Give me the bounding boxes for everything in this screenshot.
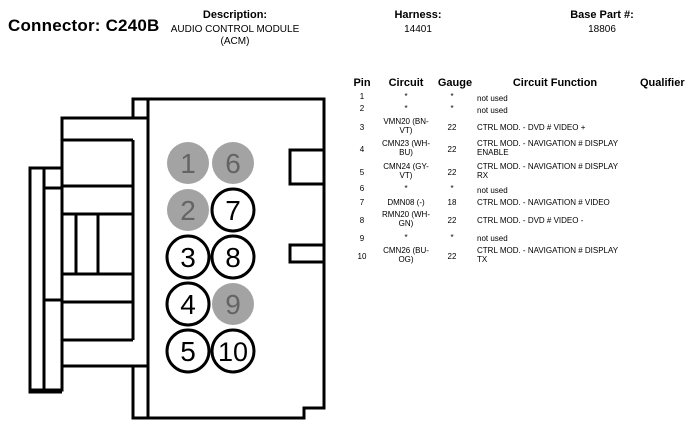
row-pin: 2 bbox=[359, 104, 365, 113]
pin-3: 3 bbox=[165, 234, 211, 280]
row-circuit: * bbox=[404, 104, 408, 113]
description-value-line-1: AUDIO CONTROL MODULE bbox=[170, 24, 300, 35]
row-gauge: 22 bbox=[447, 123, 457, 132]
row-gauge: 22 bbox=[447, 145, 457, 154]
pin-5-label: 5 bbox=[180, 336, 196, 367]
pin-7-label: 7 bbox=[225, 195, 241, 226]
pin-6-label: 6 bbox=[225, 148, 241, 179]
pin-4: 4 bbox=[165, 281, 211, 327]
description-label: Description: bbox=[202, 9, 268, 21]
row-gauge: 22 bbox=[447, 168, 457, 177]
row-pin: 6 bbox=[359, 184, 365, 193]
pin-8: 8 bbox=[210, 234, 256, 280]
pin-8-label: 8 bbox=[225, 242, 241, 273]
row-pin: 5 bbox=[359, 168, 365, 177]
pin-2-label: 2 bbox=[180, 195, 196, 226]
pin-9-label: 9 bbox=[225, 289, 241, 320]
col-header-function: Circuit Function bbox=[512, 77, 598, 89]
harness-label: Harness: bbox=[394, 9, 442, 21]
row-function-line-2: ENABLE bbox=[477, 148, 509, 157]
row-pin: 9 bbox=[359, 234, 365, 243]
pin-10: 10 bbox=[210, 328, 256, 374]
pin-10-label: 10 bbox=[218, 337, 248, 367]
pin-9: 9 bbox=[212, 283, 254, 325]
row-pin: 3 bbox=[359, 123, 365, 132]
harness-value: 14401 bbox=[404, 24, 432, 35]
row-circuit-line-1: VMN20 (BN- bbox=[383, 117, 429, 126]
row-gauge: * bbox=[450, 104, 454, 113]
col-header-pin: Pin bbox=[353, 77, 371, 89]
row-gauge: * bbox=[450, 92, 454, 101]
row-function-line-2: TX bbox=[477, 255, 488, 264]
row-function-line-2: RX bbox=[477, 171, 489, 180]
row-function: CTRL MOD. - DVD # VIDEO + bbox=[477, 123, 586, 132]
pin-6: 6 bbox=[212, 142, 254, 184]
pin-1: 1 bbox=[167, 142, 209, 184]
row-pin: 4 bbox=[359, 145, 365, 154]
row-function: CTRL MOD. - NAVIGATION # VIDEO bbox=[477, 198, 610, 207]
row-gauge: 22 bbox=[447, 216, 457, 225]
row-gauge: 18 bbox=[447, 198, 457, 207]
row-pin: 10 bbox=[357, 252, 367, 261]
row-circuit: * bbox=[404, 184, 408, 193]
base-part-value: 18806 bbox=[588, 24, 616, 35]
row-pin: 1 bbox=[359, 92, 365, 101]
row-function: CTRL MOD. - DVD # VIDEO - bbox=[477, 216, 584, 225]
row-gauge: * bbox=[450, 184, 454, 193]
row-circuit-line-1: RMN20 (WH- bbox=[382, 210, 430, 219]
row-circuit: DMN08 (-) bbox=[387, 198, 425, 207]
row-function-line-1: CTRL MOD. - NAVIGATION # DISPLAY bbox=[477, 162, 619, 171]
connector-face-diagram: 1 6 2 7 3 8 4 9 5 10 bbox=[28, 97, 326, 420]
pin-7: 7 bbox=[210, 187, 256, 233]
row-circuit-line-2: VT) bbox=[399, 126, 413, 135]
row-circuit-line-2: BU) bbox=[399, 148, 413, 157]
row-circuit-line-2: OG) bbox=[398, 255, 414, 264]
col-header-qualifier: Qualifier bbox=[640, 77, 685, 89]
row-circuit-line-2: VT) bbox=[399, 171, 413, 180]
pin-3-label: 3 bbox=[180, 242, 196, 273]
row-circuit: * bbox=[404, 92, 408, 101]
row-circuit-line-1: CMN26 (BU- bbox=[383, 246, 429, 255]
col-header-circuit: Circuit bbox=[388, 77, 424, 89]
row-function-line-1: CTRL MOD. - NAVIGATION # DISPLAY bbox=[477, 139, 619, 148]
row-pin: 7 bbox=[359, 198, 365, 207]
row-circuit: * bbox=[404, 233, 408, 242]
row-circuit-line-1: CMN23 (WH- bbox=[382, 139, 430, 148]
description-value-line-2: (ACM) bbox=[220, 36, 250, 47]
row-circuit-line-2: GN) bbox=[398, 219, 414, 228]
connector-housing-outline bbox=[28, 97, 326, 420]
col-header-gauge: Gauge bbox=[437, 77, 473, 89]
pin-1-label: 1 bbox=[180, 148, 196, 179]
pin-2: 2 bbox=[167, 189, 209, 231]
pin-4-label: 4 bbox=[180, 289, 196, 320]
row-function: not used bbox=[477, 234, 508, 243]
connector-title: Connector: C240B bbox=[8, 16, 160, 35]
row-function: not used bbox=[477, 186, 508, 195]
base-part-label: Base Part #: bbox=[570, 9, 634, 21]
row-function: not used bbox=[477, 106, 508, 115]
row-pin: 8 bbox=[359, 216, 365, 225]
row-gauge: 22 bbox=[447, 252, 457, 261]
row-gauge: * bbox=[450, 233, 454, 242]
row-function-line-1: CTRL MOD. - NAVIGATION # DISPLAY bbox=[477, 246, 619, 255]
pin-5: 5 bbox=[165, 328, 211, 374]
row-circuit-line-1: CMN24 (GY- bbox=[383, 162, 429, 171]
row-function: not used bbox=[477, 94, 508, 103]
